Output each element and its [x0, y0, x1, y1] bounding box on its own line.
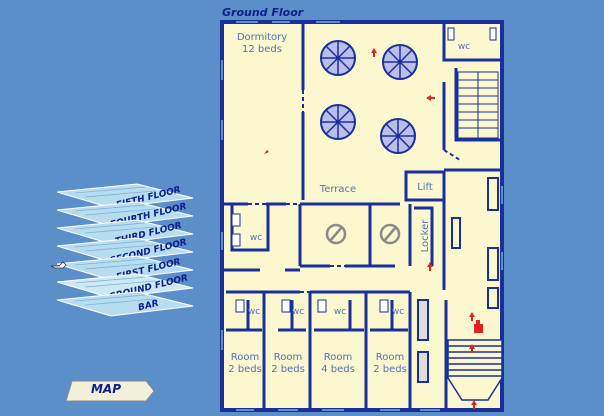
pointer-hand-icon: [50, 261, 67, 269]
wc-label: wc: [292, 307, 304, 317]
dormitory-label: Dormitory: [237, 32, 287, 43]
wc-label: wc: [248, 307, 260, 317]
map-button-label: MAP: [90, 382, 122, 396]
room-beds: 2 beds: [228, 364, 262, 375]
room-name: Room: [324, 352, 352, 363]
wc-label: wc: [392, 307, 404, 317]
floor-layer-label: BAR: [137, 299, 160, 314]
terrace-label: Terrace: [319, 184, 356, 195]
map-button[interactable]: MAP: [66, 377, 154, 405]
room-beds: 2 beds: [373, 364, 407, 375]
room-name: Room: [274, 352, 302, 363]
room-name: Room: [231, 352, 259, 363]
floor-layer-bar[interactable]: BAR: [56, 291, 194, 317]
red-arrow-icon: [264, 48, 477, 409]
room-name: Room: [376, 352, 404, 363]
wc-label: wc: [250, 233, 262, 243]
dormitory-beds: 12 beds: [242, 44, 282, 55]
no-symbol-icon: [325, 223, 401, 245]
wc-label: wc: [458, 42, 470, 52]
wc-label: wc: [334, 307, 346, 317]
room-beds: 2 beds: [271, 364, 305, 375]
fire-extinguisher-icon: [474, 320, 483, 333]
floor-title: Ground Floor: [222, 6, 304, 19]
table-umbrella-icon: [320, 40, 418, 154]
locker-label: Locker: [420, 219, 431, 253]
room-beds: 4 beds: [321, 364, 355, 375]
lift-label: Lift: [417, 182, 433, 193]
